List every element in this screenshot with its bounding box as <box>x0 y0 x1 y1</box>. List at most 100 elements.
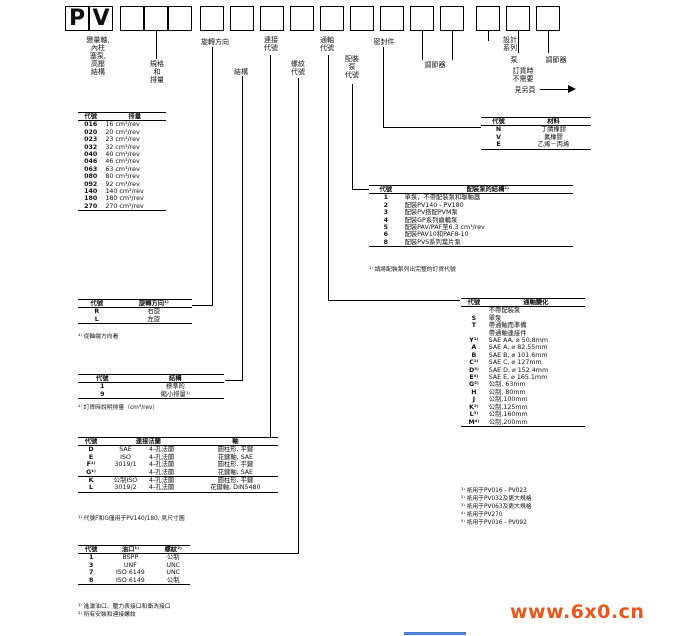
th-displacement: 排量 <box>103 111 166 122</box>
leader-mount-v <box>352 84 353 190</box>
label-construction: 結構 <box>234 68 248 76</box>
label-thread: 螺紋 代號 <box>291 60 305 76</box>
leader-controller-1 <box>422 31 423 60</box>
through-footnote-4: ⁴⁾ 祇用于PV270 <box>461 512 503 518</box>
leader-shaft-v <box>328 55 329 301</box>
code-box-shaft <box>320 6 344 31</box>
leader-construction-v <box>242 76 243 380</box>
code-box-mount <box>350 6 374 31</box>
through-footnote-3: ³⁾ 祇用于PV063及更大規格 <box>461 504 532 510</box>
code-box-design <box>476 6 500 31</box>
table-row: C²⁾SAE C, ⌀ 127mm <box>469 359 542 367</box>
leader-pump <box>518 31 519 53</box>
label-mount: 配裝 泵 代號 <box>345 55 359 79</box>
flange-footnote: ¹⁾ 代號F和G僅用于PV140/180, 見尺寸圖 <box>78 516 185 522</box>
see-page-arrow-line <box>540 89 572 90</box>
label-pump-note: 訂貨時 不需要 <box>512 67 534 83</box>
code-box-v: V <box>89 6 113 31</box>
label-rotation: 旋轉方向 <box>201 38 229 46</box>
mounted-footnote: ¹⁾ 請將配裝泵列出完整的訂貨代號 <box>369 267 456 273</box>
thread-footnote-1: ¹⁾ 進濾油口、壓力表接口和衝洗接口 <box>78 604 171 610</box>
code-box-pump <box>506 6 530 31</box>
thread-footnote-2: ²⁾ 所有安裝和連接螺紋 <box>78 612 136 618</box>
code-box-regulator <box>536 6 560 31</box>
through-footnote-5: ⁵⁾ 祇用于PV016 - PV092 <box>461 520 527 526</box>
through-footnote-1: ¹⁾ 祇用于PV016 - PV023 <box>461 488 527 494</box>
label-regulator: 調節器 <box>545 56 567 64</box>
rotation-footnote: ¹⁾ 從軸端方向看 <box>78 334 119 340</box>
label-variable: 變量軸, 內柱 塞泵, 高壓 結構 <box>86 36 110 76</box>
code-box-construction <box>230 6 254 31</box>
structure-footnote: ¹⁾ 訂貨時說明排量（cm³/rev） <box>78 405 159 411</box>
code-box-flange <box>260 6 284 31</box>
leader-thread-v <box>298 78 299 553</box>
table-row: L³⁾公制,160mm <box>469 411 528 419</box>
table-row: E⁴⁾SAE E, ⌀ 165.1mm <box>469 374 548 382</box>
code-box-p: P <box>65 6 89 31</box>
table-row: K²⁾公制,125mm <box>469 403 528 411</box>
code-box-size-3 <box>168 6 192 31</box>
watermark-logo: www.6x0.cn <box>510 601 645 623</box>
leader-rotation-v <box>212 47 213 305</box>
arrow-right-icon <box>568 85 576 93</box>
leader-design <box>488 31 489 41</box>
leader-size <box>156 31 157 59</box>
code-box-size-1 <box>120 6 144 31</box>
code-box-size-2 <box>144 6 168 31</box>
label-shaft: 通軸 代號 <box>320 36 334 52</box>
th-code: 代號 <box>78 111 104 122</box>
leader-regulator <box>548 31 549 53</box>
code-box-rotation <box>200 6 224 31</box>
leader-mount-h <box>352 189 369 190</box>
through-footnote-2: ²⁾ 祇用于PV032及更大規格 <box>461 496 532 502</box>
leader-controller-2 <box>452 31 453 60</box>
leader-thread-h <box>190 553 299 554</box>
label-flange: 連接 代號 <box>264 36 278 52</box>
table-row: Y¹⁾SAE AA, ⌀ 50.8mm <box>469 337 549 345</box>
leader-seal-h <box>383 127 481 128</box>
label-see-page: 見另頁 <box>514 86 536 94</box>
code-box-thread <box>290 6 314 31</box>
code-box-controller-2 <box>440 6 464 31</box>
